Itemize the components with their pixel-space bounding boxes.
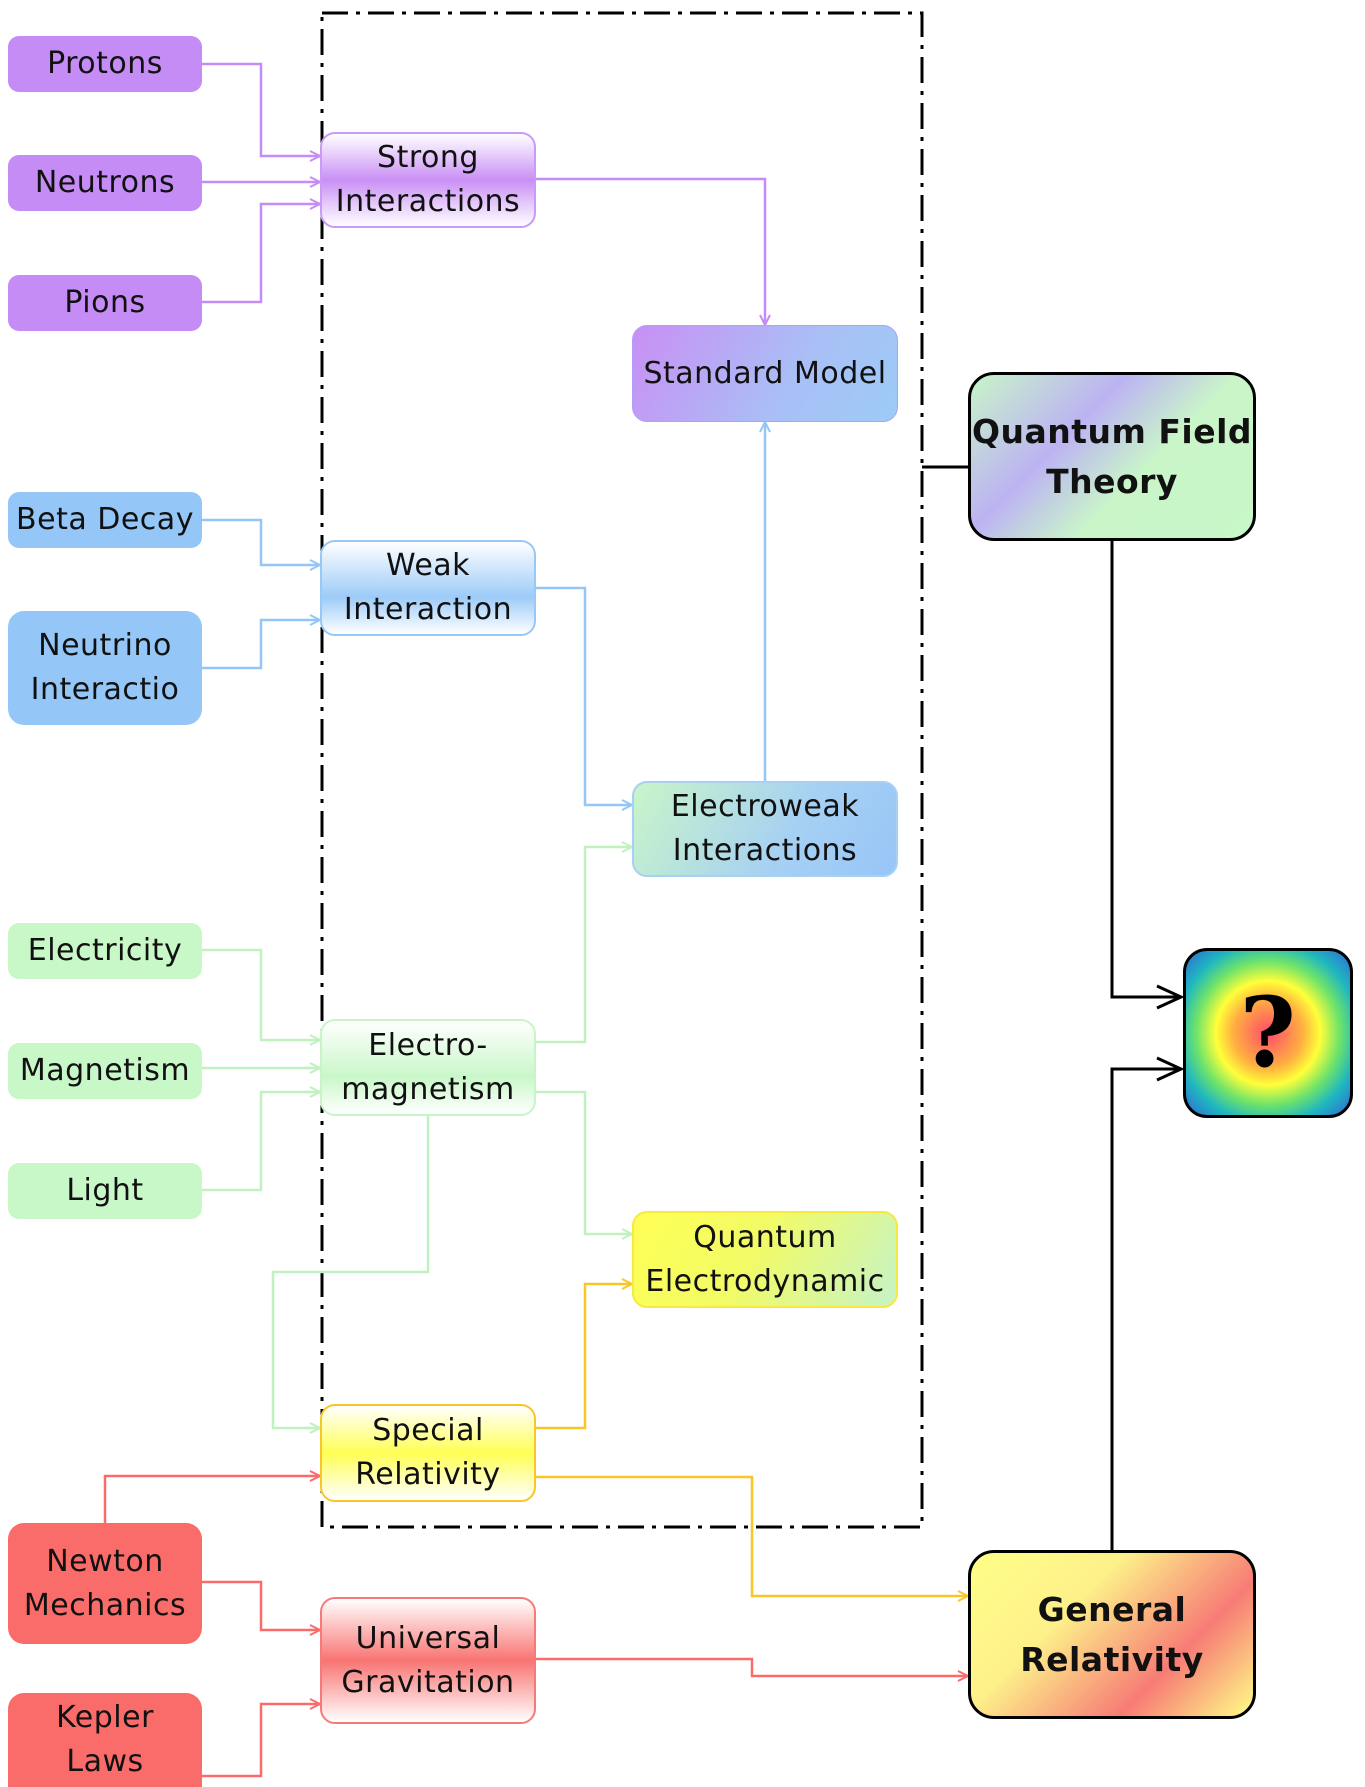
edge-gravitation-gr	[536, 1657, 968, 1676]
node-strong-interactions: Strong Interactions	[320, 132, 536, 228]
node-strong-line2: Interactions	[335, 184, 521, 219]
edge-em-electroweak	[536, 847, 632, 1044]
node-em-line1: Electro-	[368, 1027, 488, 1063]
edge-newton-special	[103, 1476, 320, 1523]
node-neutrino-interactio: Neutrino Interactio	[8, 611, 202, 725]
node-light-label: Light	[66, 1173, 144, 1208]
node-ug-line1: Universal	[355, 1620, 501, 1656]
node-weak-line2: Interaction	[343, 592, 513, 627]
node-electroweak-line2: Interactions	[672, 833, 858, 868]
edge-newton-gravitation	[202, 1580, 320, 1630]
node-qft-line2: Theory	[1046, 461, 1178, 501]
node-sr-line1: Special	[372, 1413, 484, 1448]
node-standard-model-label: Standard Model	[643, 355, 887, 391]
node-protons: Protons	[8, 36, 202, 92]
node-pions: Pions	[8, 275, 202, 331]
edge-kepler-gravitation	[202, 1704, 320, 1778]
node-kepler-line2: Laws	[66, 1744, 144, 1779]
node-neutrino-line1: Neutrino	[38, 628, 172, 663]
node-neutrino-line2: Interactio	[30, 672, 180, 707]
node-strong-line1: Strong	[377, 140, 479, 175]
node-neutrons: Neutrons	[8, 155, 202, 211]
node-general-relativity: General Relativity	[968, 1550, 1256, 1719]
node-kepler-laws: Kepler Laws	[8, 1693, 202, 1787]
node-electroweak-interactions: Electroweak Interactions	[632, 781, 898, 877]
node-electricity-label: Electricity	[27, 933, 183, 968]
node-qed-line1: Quantum	[693, 1219, 837, 1255]
node-em-line2: magnetism	[341, 1071, 515, 1107]
node-beta-decay: Beta Decay	[8, 492, 202, 548]
edge-gr-unknown	[1110, 1069, 1181, 1550]
edge-light-em	[202, 1092, 320, 1192]
node-unknown: ?	[1183, 948, 1353, 1118]
edge-electricity-em	[202, 948, 320, 1040]
node-ug-line2: Gravitation	[341, 1664, 515, 1700]
node-neutrons-label: Neutrons	[34, 165, 176, 200]
node-weak-line1: Weak	[385, 548, 471, 583]
node-electroweak-line1: Electroweak	[670, 789, 860, 824]
dashed-frame	[320, 11, 924, 1529]
node-newton-line1: Newton	[46, 1543, 164, 1579]
node-newton-line2: Mechanics	[23, 1587, 187, 1623]
question-mark-icon: ?	[1239, 976, 1297, 1089]
node-kepler-line1: Kepler	[56, 1700, 154, 1735]
node-quantum-field-theory: Quantum Field Theory	[968, 372, 1256, 541]
node-universal-gravitation: Universal Gravitation	[320, 1597, 536, 1724]
node-electricity: Electricity	[8, 923, 202, 979]
node-sr-line2: Relativity	[355, 1457, 501, 1492]
node-protons-label: Protons	[47, 46, 163, 81]
edge-neutrino-weak	[202, 620, 320, 670]
node-light: Light	[8, 1163, 202, 1219]
node-quantum-electrodynamic: Quantum Electrodynamic	[632, 1211, 898, 1308]
edge-em-special	[271, 1116, 430, 1428]
node-pions-label: Pions	[64, 285, 146, 320]
node-beta-decay-label: Beta Decay	[16, 502, 194, 537]
edge-special-gr	[536, 1475, 968, 1596]
edge-strong-standard	[536, 177, 765, 325]
edge-special-qed	[536, 1284, 632, 1430]
node-newton-mechanics: Newton Mechanics	[8, 1523, 202, 1644]
edge-qft-unknown	[1110, 541, 1181, 997]
edge-weak-electroweak	[536, 586, 632, 805]
node-standard-model: Standard Model	[632, 325, 898, 422]
edge-protons-strong	[202, 62, 320, 156]
node-qft-line1: Quantum Field	[971, 411, 1253, 451]
node-special-relativity: Special Relativity	[320, 1404, 536, 1502]
node-electromagnetism: Electro- magnetism	[320, 1019, 536, 1116]
node-gr-line2: Relativity	[1020, 1639, 1204, 1679]
node-qed-line2: Electrodynamic	[645, 1263, 885, 1299]
edge-em-qed	[536, 1090, 632, 1234]
node-magnetism-label: Magnetism	[19, 1053, 191, 1088]
edge-beta-weak	[202, 518, 320, 565]
node-gr-line1: General	[1037, 1589, 1187, 1629]
edge-pions-strong	[202, 204, 320, 304]
node-magnetism: Magnetism	[8, 1043, 202, 1099]
node-weak-interaction: Weak Interaction	[320, 540, 536, 636]
